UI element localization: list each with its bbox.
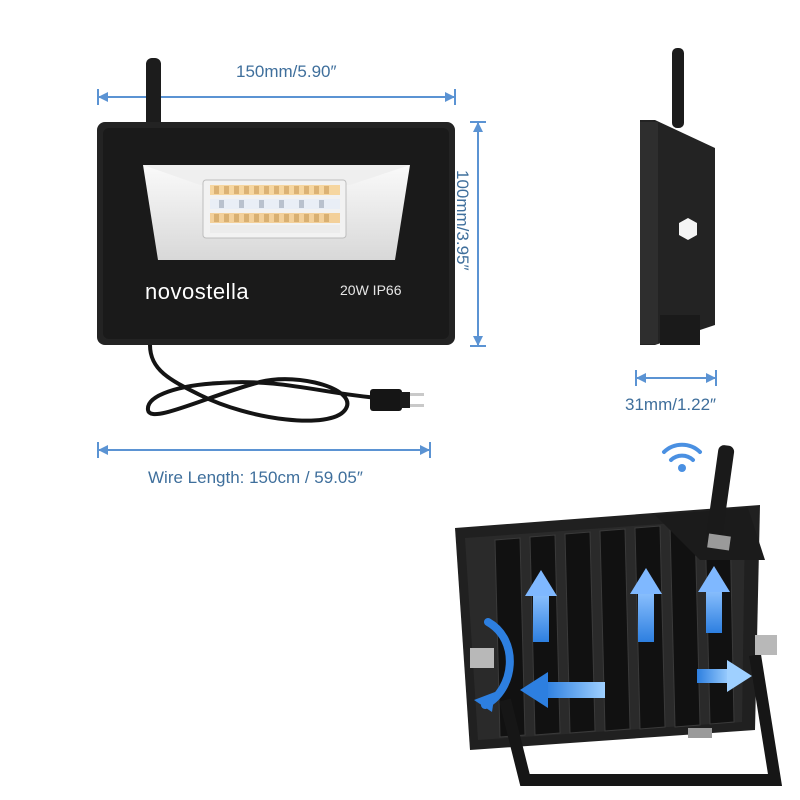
side-antenna [672, 48, 684, 128]
led-array [210, 185, 340, 233]
depth-label: 31mm/1.22″ [625, 395, 717, 414]
rotate-arrow [474, 618, 514, 712]
power-cord [146, 344, 381, 423]
airflow-arrow-left [520, 672, 605, 708]
bracket-bolt-right [755, 635, 777, 655]
wifi-icon [662, 442, 702, 472]
airflow-arrow-up-2 [630, 568, 662, 642]
brand-logo-text: novostella [145, 279, 250, 304]
mount-screw [679, 218, 697, 240]
width-label: 150mm/5.90″ [236, 62, 337, 81]
antenna [146, 58, 161, 128]
back-antenna [705, 445, 735, 545]
mounting-bracket [499, 654, 783, 786]
height-label: 100mm/3.95″ [453, 170, 472, 271]
depth-dimension-line [635, 370, 717, 386]
airflow-arrow-right [697, 660, 752, 692]
airflow-arrow-up-3 [698, 566, 730, 633]
power-plug [370, 389, 424, 411]
back-view-floodlight [455, 445, 783, 786]
wire-dimension-line [97, 442, 431, 458]
height-dimension-line [470, 121, 486, 347]
bracket-bolt-left [470, 648, 494, 668]
side-view-floodlight [640, 48, 715, 345]
wire-length-label: Wire Length: 150cm / 59.05″ [148, 468, 363, 487]
product-spec: 20W IP66 [340, 282, 402, 298]
side-housing [640, 120, 715, 345]
airflow-arrow-icon [474, 566, 752, 712]
front-view-floodlight [97, 58, 455, 423]
airflow-arrow-up-1 [525, 570, 557, 642]
